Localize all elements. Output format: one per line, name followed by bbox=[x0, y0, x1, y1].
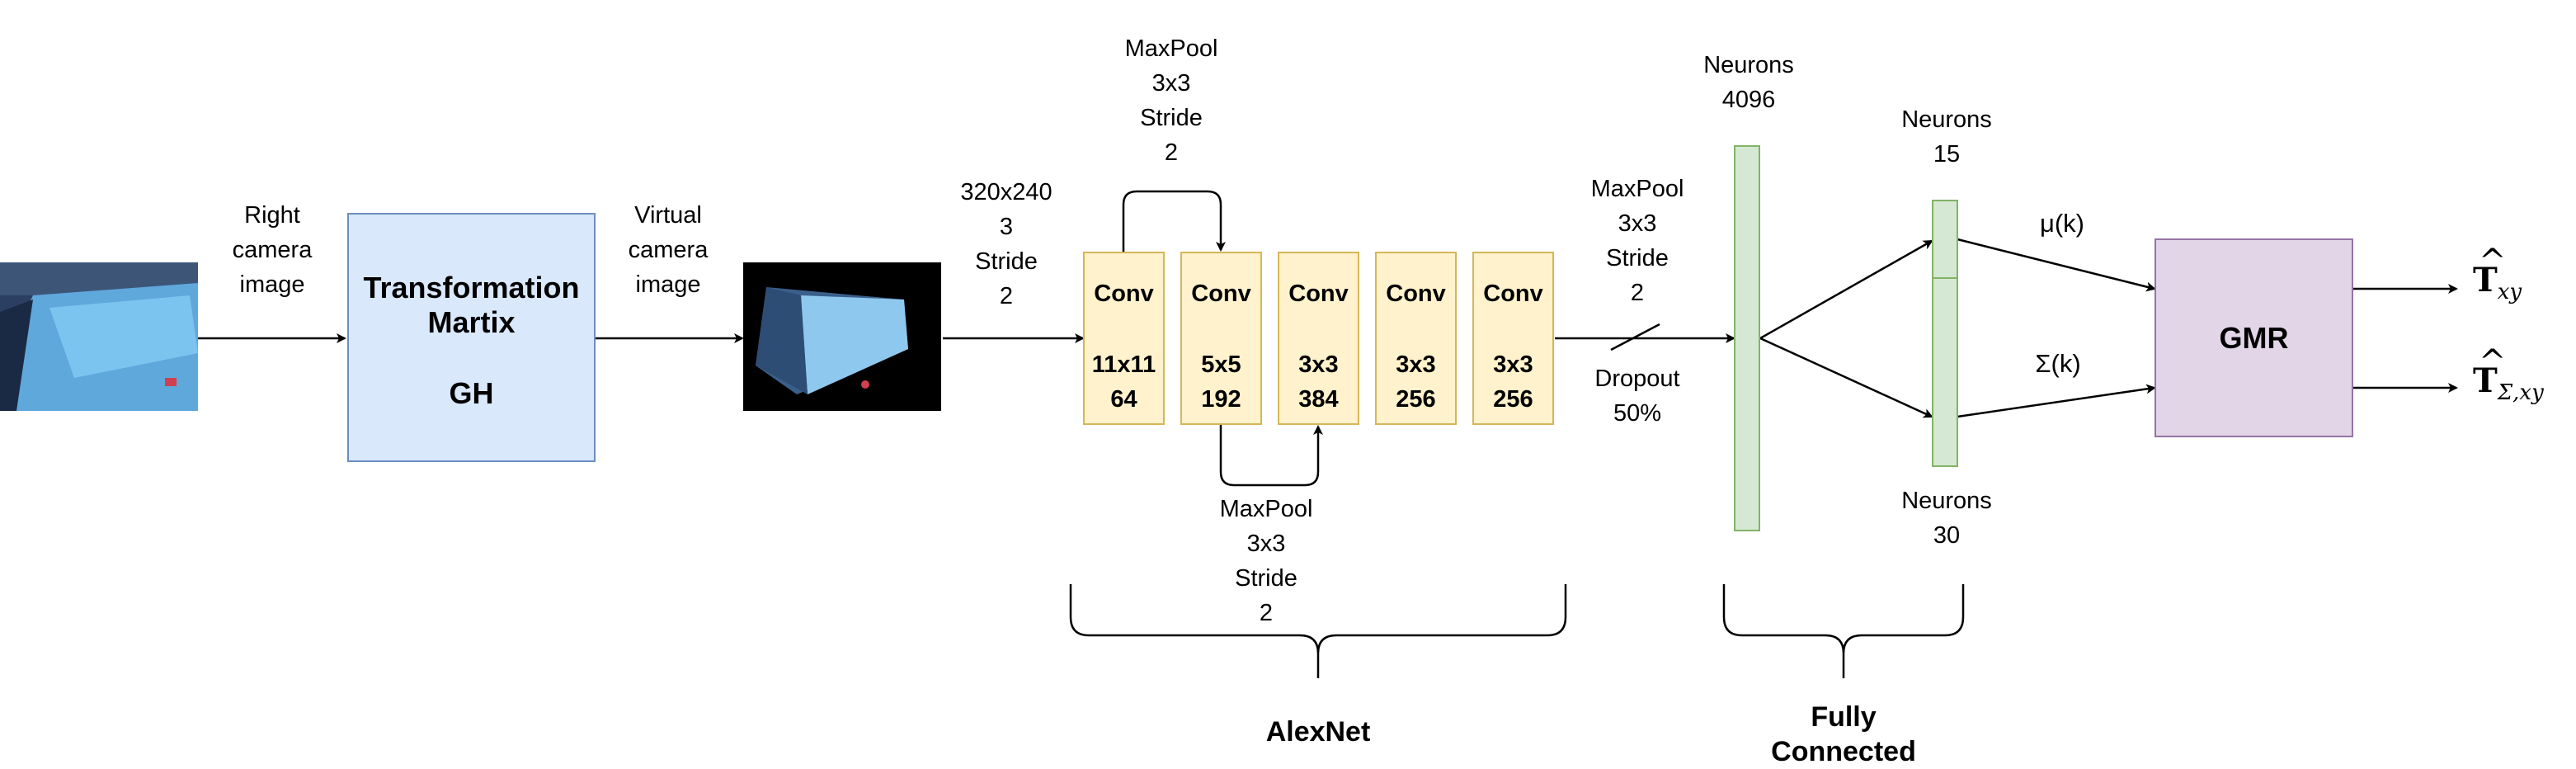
fc-layer-30 bbox=[1932, 277, 1958, 467]
transform-title-line2: Martix bbox=[427, 305, 516, 339]
gmr-box: GMR bbox=[2155, 238, 2353, 437]
transform-gh: GH bbox=[449, 376, 494, 410]
neurons-15-label: Neurons 15 bbox=[1901, 106, 1992, 167]
right-camera-image bbox=[0, 262, 198, 411]
alexnet-brace bbox=[1069, 584, 1567, 678]
maxpool-top-label: MaxPool 3x3 Stride 2 bbox=[1124, 35, 1218, 166]
mu-label: μ(k) bbox=[2039, 209, 2084, 238]
right-camera-label: Right camera image bbox=[232, 202, 313, 298]
conv-title: Conv bbox=[1094, 281, 1154, 307]
fully-connected-brace bbox=[1722, 584, 1965, 678]
arrow-fc4096-to-fc15 bbox=[1759, 239, 1933, 340]
maxpool-after-label: MaxPool 3x3 Stride 2 bbox=[1590, 176, 1684, 306]
input-spec-label: 320x240 3 Stride 2 bbox=[960, 179, 1053, 309]
neurons-30-label: Neurons 30 bbox=[1901, 488, 1992, 549]
sigma-label: Σ(k) bbox=[2035, 349, 2081, 378]
dropout-slash bbox=[1610, 323, 1660, 351]
maxpool-bottom-loop bbox=[1219, 425, 1323, 487]
dropout-label: Dropout 50% bbox=[1594, 366, 1680, 427]
virtual-camera-image bbox=[743, 262, 941, 411]
virtual-camera-label: Virtual camera image bbox=[628, 202, 709, 298]
fc-layer-4096 bbox=[1734, 145, 1760, 531]
arrow-sigma-to-gmr bbox=[1957, 384, 2156, 418]
arrow-fc4096-to-fc30 bbox=[1759, 337, 1933, 418]
gmr-label: GMR bbox=[2219, 321, 2289, 355]
transformation-matrix-box: Transformation Martix GH bbox=[347, 213, 596, 462]
neurons-4096-label: Neurons 4096 bbox=[1703, 52, 1794, 113]
conv-title: Conv bbox=[1483, 281, 1543, 307]
arrow-mu-to-gmr bbox=[1957, 238, 2156, 292]
alexnet-group-label: AlexNet bbox=[1265, 716, 1371, 748]
output-t-sigma-xy: T^Σ,xy bbox=[2473, 343, 2544, 405]
conv-title: Conv bbox=[1386, 281, 1446, 307]
output-t-xy: T^xy bbox=[2473, 243, 2522, 304]
transform-title-line1: Transformation bbox=[363, 271, 580, 304]
conv-title: Conv bbox=[1191, 281, 1251, 307]
fully-connected-group-label: Fully Connected bbox=[1771, 701, 1916, 767]
fc-layer-15 bbox=[1932, 200, 1958, 279]
maxpool-top-loop bbox=[1122, 190, 1226, 252]
maxpool-bottom-label: MaxPool 3x3 Stride 2 bbox=[1219, 496, 1313, 626]
conv-title: Conv bbox=[1288, 281, 1349, 307]
